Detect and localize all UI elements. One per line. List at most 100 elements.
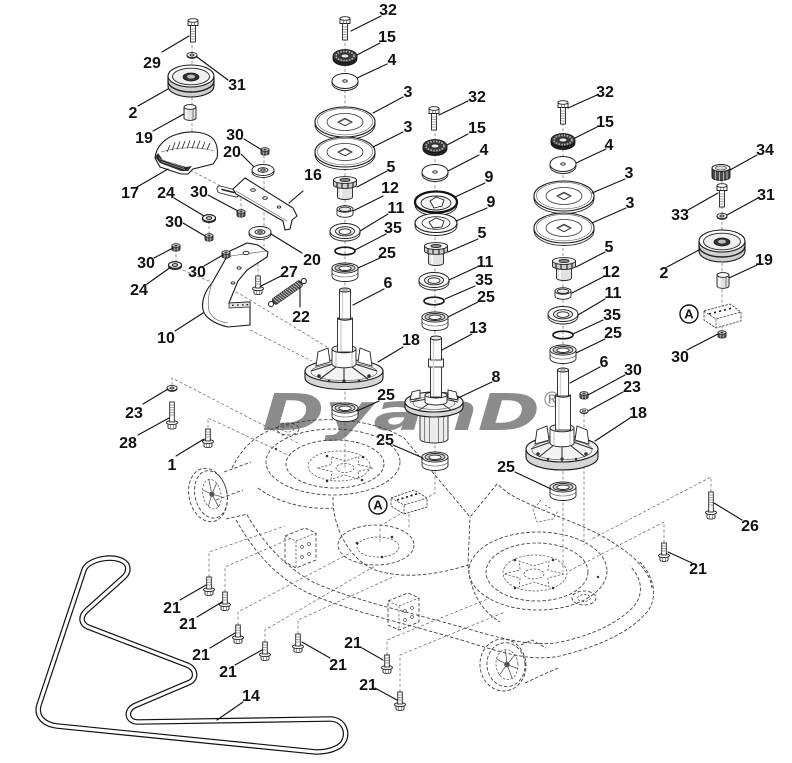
callouts-left-spindle: 32 15 4 3 3 5 12 11 35 25 6 18 25 <box>350 2 420 412</box>
callout: 2 <box>129 88 169 122</box>
wheel-hub <box>209 491 215 497</box>
belt-guard <box>154 131 219 175</box>
leader-line <box>356 63 388 79</box>
callout: 24 <box>130 266 172 299</box>
serrated-washer <box>550 132 576 151</box>
leader-line <box>713 502 743 521</box>
left-idler-assembly <box>154 18 307 328</box>
callout: 9 <box>454 169 494 198</box>
callout-label: 16 <box>304 167 322 184</box>
callouts-right-idler: 34 31 33 2 19 30 <box>660 142 775 366</box>
callout-label: 32 <box>468 89 486 106</box>
cutting-blade <box>533 180 595 215</box>
leader-line <box>454 182 486 198</box>
callout: 22 <box>292 286 310 326</box>
callout-label: 5 <box>605 239 614 256</box>
callout: 25 <box>356 387 395 412</box>
flange-bolt <box>394 691 406 712</box>
bearing-washer <box>547 306 579 325</box>
callout: 35 <box>572 307 621 335</box>
idler-arm-bracket <box>202 242 269 328</box>
blade-bolt <box>557 100 569 125</box>
callout: 5 <box>356 159 396 188</box>
callout-label: 25 <box>477 289 495 306</box>
leader-line <box>575 148 607 164</box>
leader-line <box>569 366 601 384</box>
leader-line <box>441 333 473 351</box>
leader-line <box>577 298 606 316</box>
flat-washer <box>331 73 359 91</box>
detail-marker-deck: A <box>368 495 388 515</box>
left-spindle-assembly <box>304 16 384 422</box>
callout-label: 21 <box>179 616 197 633</box>
leader-line <box>357 257 381 269</box>
leader-line <box>354 233 387 251</box>
callout: 2 <box>660 249 700 282</box>
bracket-holes <box>708 307 732 315</box>
callout-label: 23 <box>623 379 641 396</box>
callout: 12 <box>571 264 620 294</box>
deck-rear-edge <box>231 419 653 589</box>
spring-coils <box>272 281 303 304</box>
hex-nut <box>171 243 181 252</box>
leader-line <box>587 374 626 396</box>
wheel-arm-left <box>215 461 252 520</box>
callout: 11 <box>577 285 622 316</box>
flange-bolt <box>202 428 214 449</box>
wheel-spokes <box>496 649 518 680</box>
spindle-housing <box>404 389 464 444</box>
callout: 20 <box>270 233 321 269</box>
callout: 11 <box>359 200 405 232</box>
tension-spring <box>267 277 307 308</box>
callout: 3 <box>372 119 413 148</box>
callout-label: 20 <box>303 252 321 269</box>
blade-cup <box>413 190 459 216</box>
leader-line <box>728 264 758 279</box>
leader-line <box>207 194 239 212</box>
leader-line <box>209 632 236 649</box>
callout-label: 1 <box>168 457 177 474</box>
leader-line <box>447 154 480 172</box>
callout-label: 25 <box>377 387 395 404</box>
callout-label: 30 <box>624 362 642 379</box>
callout: 6 <box>352 275 393 306</box>
callout: 25 <box>376 432 424 459</box>
leader-line <box>377 346 404 363</box>
leader-line <box>161 35 190 53</box>
blade-mount-star <box>503 560 565 588</box>
hex-bolt <box>187 18 199 43</box>
callout-label: 14 <box>242 688 260 705</box>
callout-label: 30 <box>137 255 155 272</box>
idler-pulley <box>167 64 215 98</box>
callout: 21 <box>179 601 223 633</box>
callout: 25 <box>497 459 552 490</box>
callout: 21 <box>301 641 347 674</box>
leader-line <box>372 131 404 148</box>
callout: 28 <box>119 417 170 452</box>
blade-plate <box>414 212 458 236</box>
deck-boss <box>571 590 597 606</box>
leader-line <box>359 213 389 232</box>
ball-bearing <box>421 451 449 471</box>
leader-line <box>361 647 384 661</box>
blade-adapter <box>332 175 358 201</box>
callout-label: 15 <box>468 120 486 137</box>
leader-line <box>514 471 552 490</box>
leader-line <box>374 687 398 701</box>
callout-label: 31 <box>757 187 775 204</box>
leader-line <box>594 417 631 442</box>
leader-line <box>137 417 170 436</box>
callout: 31 <box>196 56 246 94</box>
center-spindle-assembly <box>404 106 464 471</box>
cutting-blade <box>314 136 376 171</box>
leader-line <box>372 96 404 114</box>
leader-line <box>356 42 381 56</box>
callout-label: 24 <box>157 185 175 202</box>
callout-label: 21 <box>219 664 237 681</box>
callout-label: 33 <box>671 207 689 224</box>
deck-chamber-right <box>468 531 608 611</box>
callout-label: 21 <box>689 561 707 578</box>
leader-line <box>447 301 479 318</box>
callout: 17 <box>121 168 169 202</box>
